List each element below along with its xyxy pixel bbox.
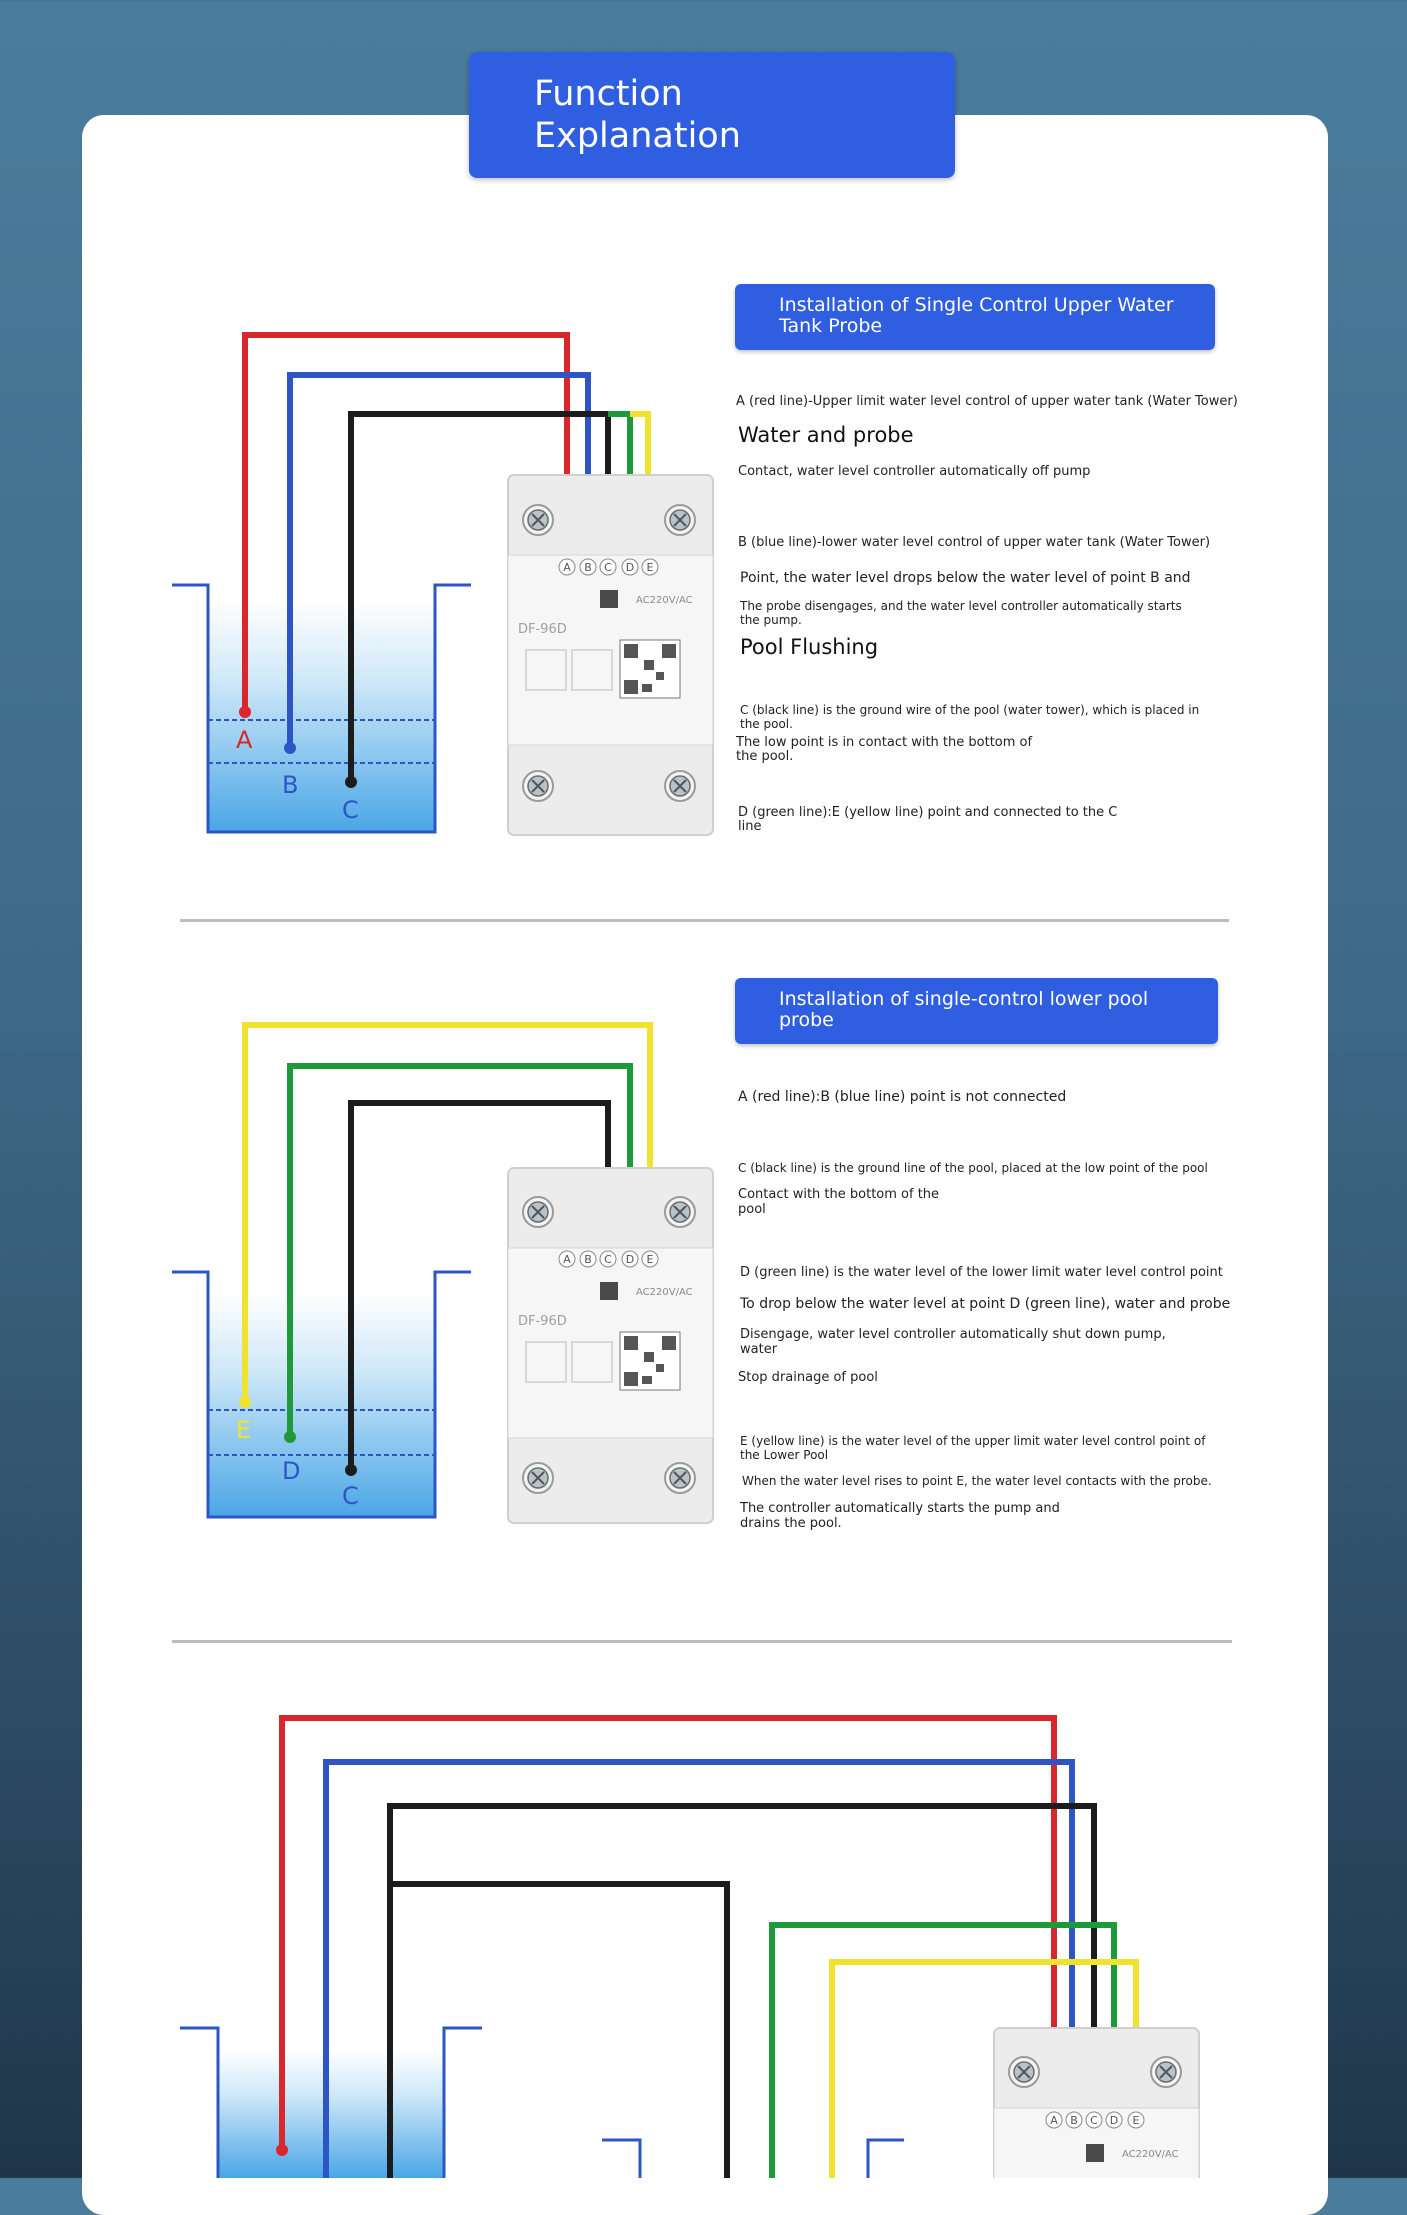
title-line-2: Explanation [534,116,741,156]
section3-red-wire [279,1715,1057,2150]
s1-term-c: C [604,561,612,574]
s2-device-model: DF-96D [518,1314,567,1329]
s3-term-a: A [1050,2114,1058,2127]
s1-line-2: Water and probe [738,423,914,447]
s3-term-d: D [1110,2114,1118,2127]
page-title: Function Explanation [469,52,955,178]
section2-tank [172,1270,471,1519]
s2-line-5: To drop below the water level at point D… [740,1296,1231,1312]
s1-device-voltage: AC220V/AC [636,595,693,606]
section1-controller-device: A B C D E AC220V/AC DF-96D [507,474,714,836]
section3-tanks [180,2026,904,2178]
s2-term-e: E [647,1253,654,1266]
section1-label-a: A [236,726,253,754]
s1-line-10: D (green line):E (yellow line) point and… [738,805,1118,834]
s1-term-b: B [584,561,592,574]
s2-line-2: C (black line) is the ground line of the… [738,1161,1208,1175]
s2-line-4: D (green line) is the water level of the… [740,1265,1223,1280]
section3-controller-device: A B C D E AC220V/AC [993,2027,1200,2178]
s1-line-7: Pool Flushing [740,635,879,659]
s1-line-8: C (black line) is the ground wire of the… [740,703,1200,731]
s1-line-5: Point, the water level drops below the w… [740,570,1191,586]
s3-device-voltage: AC220V/AC [1122,2149,1179,2160]
s2-line-6: Disengage, water level controller automa… [740,1327,1166,1357]
s2-line-1: A (red line):B (blue line) point is not … [738,1089,1067,1105]
section2-label-e: E [236,1416,251,1444]
section2-green-wire [287,1063,633,1437]
s2-line-10: The controller automatically starts the … [740,1501,1060,1531]
s2-line-7: Stop drainage of pool [738,1370,878,1385]
section2-controller-device: A B C D E AC220V/AC DF-96D [507,1167,714,1524]
section1-label-c: C [342,796,359,824]
s1-term-e: E [647,561,654,574]
s2-line-3: Contact with the bottom of the pool [738,1187,940,1217]
s1-line-4: B (blue line)-lower water level control … [738,535,1211,550]
section1-heading: Installation of Single Control Upper Wat… [735,284,1215,350]
s1-device-model: DF-96D [518,622,567,637]
section3-black-wire-2 [390,1881,730,2178]
s2-line-8: E (yellow line) is the water level of th… [740,1434,1206,1462]
section2-label-c: C [342,1482,359,1510]
section3-black-wire [387,1803,1097,2178]
s3-term-b: B [1070,2114,1078,2127]
s2-term-d: D [626,1253,634,1266]
section2-yellow-wire [242,1022,653,1402]
s1-term-d: D [626,561,634,574]
s2-device-voltage: AC220V/AC [636,1287,693,1298]
s2-term-c: C [604,1253,612,1266]
s1-line-9: The low point is in contact with the bot… [736,735,1033,764]
section2-heading: Installation of single-control lower poo… [735,978,1218,1044]
section1-label-b: B [282,771,298,799]
section2-label-d: D [282,1457,300,1485]
section1-red-wire [242,332,570,712]
section3-green-wire [769,1922,1117,2178]
section1-blue-wire [287,372,591,748]
s1-line-1: A (red line)-Upper limit water level con… [736,394,1238,409]
s2-line-9: When the water level rises to point E, t… [742,1474,1212,1488]
s2-term-b: B [584,1253,592,1266]
title-line-1: Function [534,74,683,114]
section3-blue-wire [323,1759,1075,2178]
s1-line-3: Contact, water level controller automati… [738,464,1091,479]
section1-tank [172,583,471,834]
s3-term-e: E [1133,2114,1140,2127]
s1-line-6: The probe disengages, and the water leve… [740,599,1182,627]
s3-term-c: C [1090,2114,1098,2127]
s1-term-a: A [563,561,571,574]
section-divider-2 [172,1640,1232,1643]
section-divider-1 [180,919,1229,922]
s2-term-a: A [563,1253,571,1266]
